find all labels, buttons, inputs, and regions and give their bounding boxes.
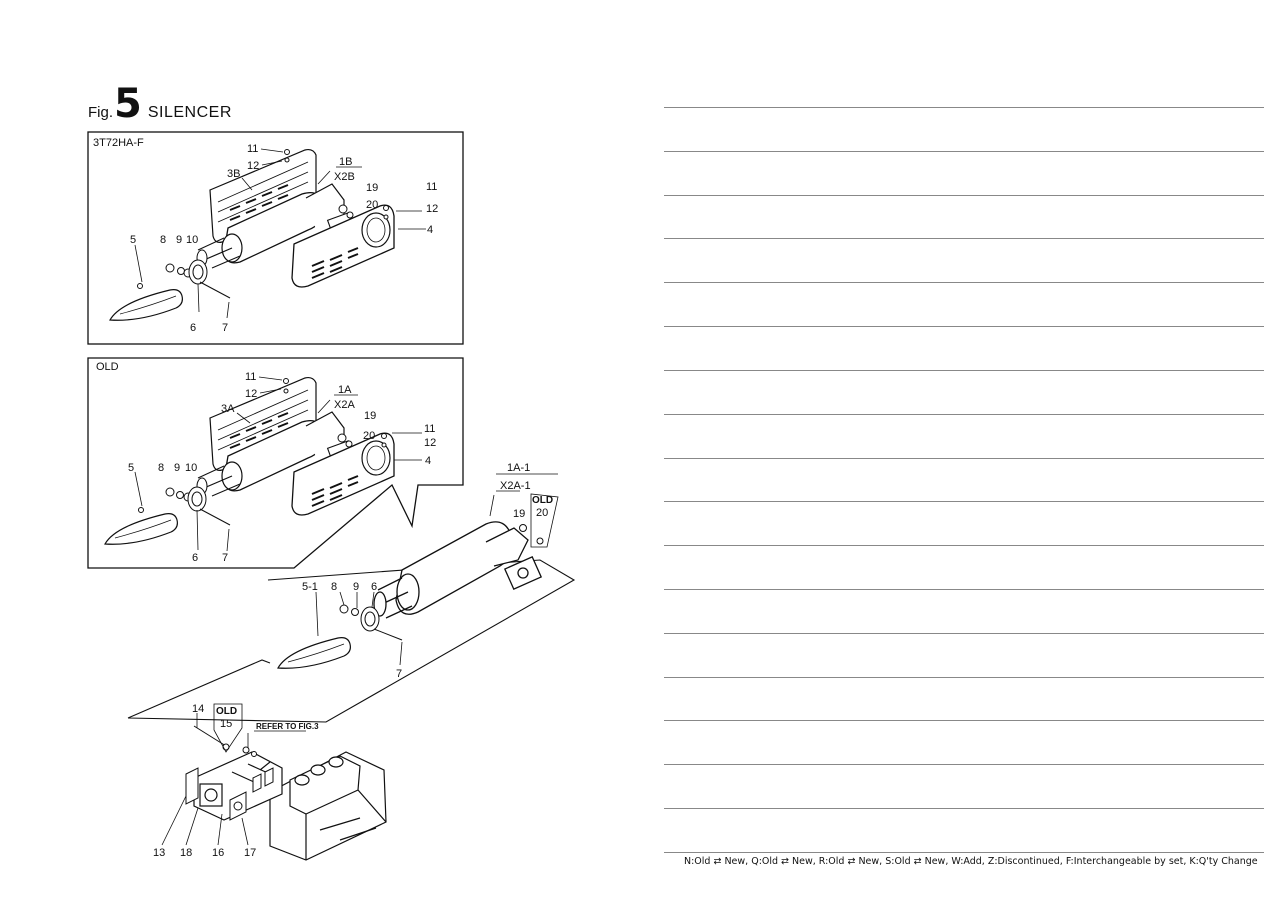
detail-callout-old: OLD — [532, 495, 553, 506]
detail-callout-20: 20 — [536, 507, 548, 519]
ruled-line — [664, 195, 1264, 196]
old-callout-7: 7 — [222, 552, 228, 564]
top-callout-12b: 12 — [426, 203, 438, 215]
ruled-line — [664, 107, 1264, 108]
ruled-line — [664, 720, 1264, 721]
top-leaders — [134, 148, 426, 319]
old-callout-12b: 12 — [424, 437, 436, 449]
detail-frame — [127, 559, 576, 723]
detail-callout-5-1: 5-1 — [302, 581, 318, 593]
old-callout-11a: 11 — [245, 371, 256, 383]
detail-nuts — [339, 524, 544, 641]
top-callout-1b: 1B — [339, 156, 352, 168]
old-leaders — [134, 376, 422, 552]
detail-callout-6: 6 — [371, 581, 377, 593]
ruled-line — [664, 764, 1264, 765]
top-callout-12a: 12 — [247, 160, 259, 172]
top-callout-20: 20 — [366, 199, 378, 211]
old-callout-3a: 3A — [221, 403, 235, 415]
manifold-callout-18: 18 — [180, 847, 192, 859]
exhaust-manifold — [193, 751, 283, 821]
old-nuts — [138, 378, 387, 526]
detail-callout-9: 9 — [353, 581, 359, 593]
old-tail-cone — [104, 512, 178, 545]
top-callout-9: 9 — [176, 234, 182, 246]
old-callout-9: 9 — [174, 462, 180, 474]
manifold-callout-old: OLD — [216, 706, 237, 717]
detail-leaders — [315, 473, 559, 666]
old-callout-12a: 12 — [245, 388, 257, 400]
cylinder-head — [269, 751, 387, 861]
detail-callout-7: 7 — [396, 668, 402, 680]
old-callout-10: 10 — [185, 462, 197, 474]
top-callout-8: 8 — [160, 234, 166, 246]
change-code-legend: N:Old ⇄ New, Q:Old ⇄ New, R:Old ⇄ New, S… — [684, 856, 1258, 867]
manifold-callout-17: 17 — [244, 847, 256, 859]
top-callout-x2b: X2B — [334, 171, 355, 183]
manifold-callout-16: 16 — [212, 847, 224, 859]
top-callout-4: 4 — [427, 224, 433, 236]
manifold-callout-14: 14 — [192, 703, 204, 715]
top-callout-5: 5 — [130, 234, 136, 246]
figure-name: SILENCER — [147, 104, 232, 121]
ruled-line — [664, 501, 1264, 502]
figure-prefix: Fig. — [88, 104, 114, 121]
top-panel-frame — [87, 131, 464, 345]
manifold-callout-13: 13 — [153, 847, 165, 859]
figure-title: Fig. 5 SILENCER — [88, 84, 232, 124]
ruled-line — [664, 414, 1264, 415]
old-callout-19: 19 — [364, 410, 376, 422]
ruled-line — [664, 633, 1264, 634]
top-panel-variant: 3T72HA-F — [93, 137, 144, 149]
old-callout-1a: 1A — [338, 384, 352, 396]
old-callout-x2a: X2A — [334, 399, 355, 411]
manifold-callout-15: 15 — [220, 718, 232, 730]
old-callout-4: 4 — [425, 455, 431, 467]
ruled-line — [664, 326, 1264, 327]
ruled-line — [664, 589, 1264, 590]
ruled-line — [664, 808, 1264, 809]
top-callout-19: 19 — [366, 182, 378, 194]
detail-callout-x2a-1: X2A-1 — [500, 480, 531, 492]
manifold-gaskets — [185, 767, 274, 821]
detail-tail-cone — [277, 636, 351, 669]
old-panel-frame — [87, 357, 464, 569]
top-callout-11a: 11 — [247, 143, 258, 155]
top-callout-11b: 11 — [426, 181, 437, 193]
detail-callout-19: 19 — [513, 508, 525, 520]
manifold-leaders — [161, 703, 306, 846]
ruled-line — [664, 852, 1264, 853]
old-callout-11b: 11 — [424, 423, 435, 435]
ruled-line — [664, 677, 1264, 678]
top-callout-7: 7 — [222, 322, 228, 334]
detail-callout-1a-1: 1A-1 — [507, 462, 530, 474]
ruled-line — [664, 151, 1264, 152]
top-callout-10: 10 — [186, 234, 198, 246]
top-callout-3b: 3B — [227, 168, 240, 180]
old-muffler-assembly — [196, 376, 395, 516]
detail-callout-8: 8 — [331, 581, 337, 593]
manifold-bolts — [193, 725, 257, 757]
figure-number: 5 — [114, 81, 142, 127]
ruled-line — [664, 238, 1264, 239]
top-tail-cone — [109, 289, 183, 321]
old-callout-5: 5 — [128, 462, 134, 474]
old-callout-20: 20 — [363, 430, 375, 442]
detail-muffler — [373, 521, 543, 619]
manifold-refer-note: REFER TO FIG.3 — [256, 722, 319, 731]
old-callout-8: 8 — [158, 462, 164, 474]
top-callout-6: 6 — [190, 322, 196, 334]
old-callout-6: 6 — [192, 552, 198, 564]
ruled-line — [664, 282, 1264, 283]
ruled-line — [664, 545, 1264, 546]
ruled-line — [664, 458, 1264, 459]
old-panel-variant: OLD — [96, 361, 119, 373]
ruled-line — [664, 370, 1264, 371]
top-nuts — [137, 149, 389, 299]
